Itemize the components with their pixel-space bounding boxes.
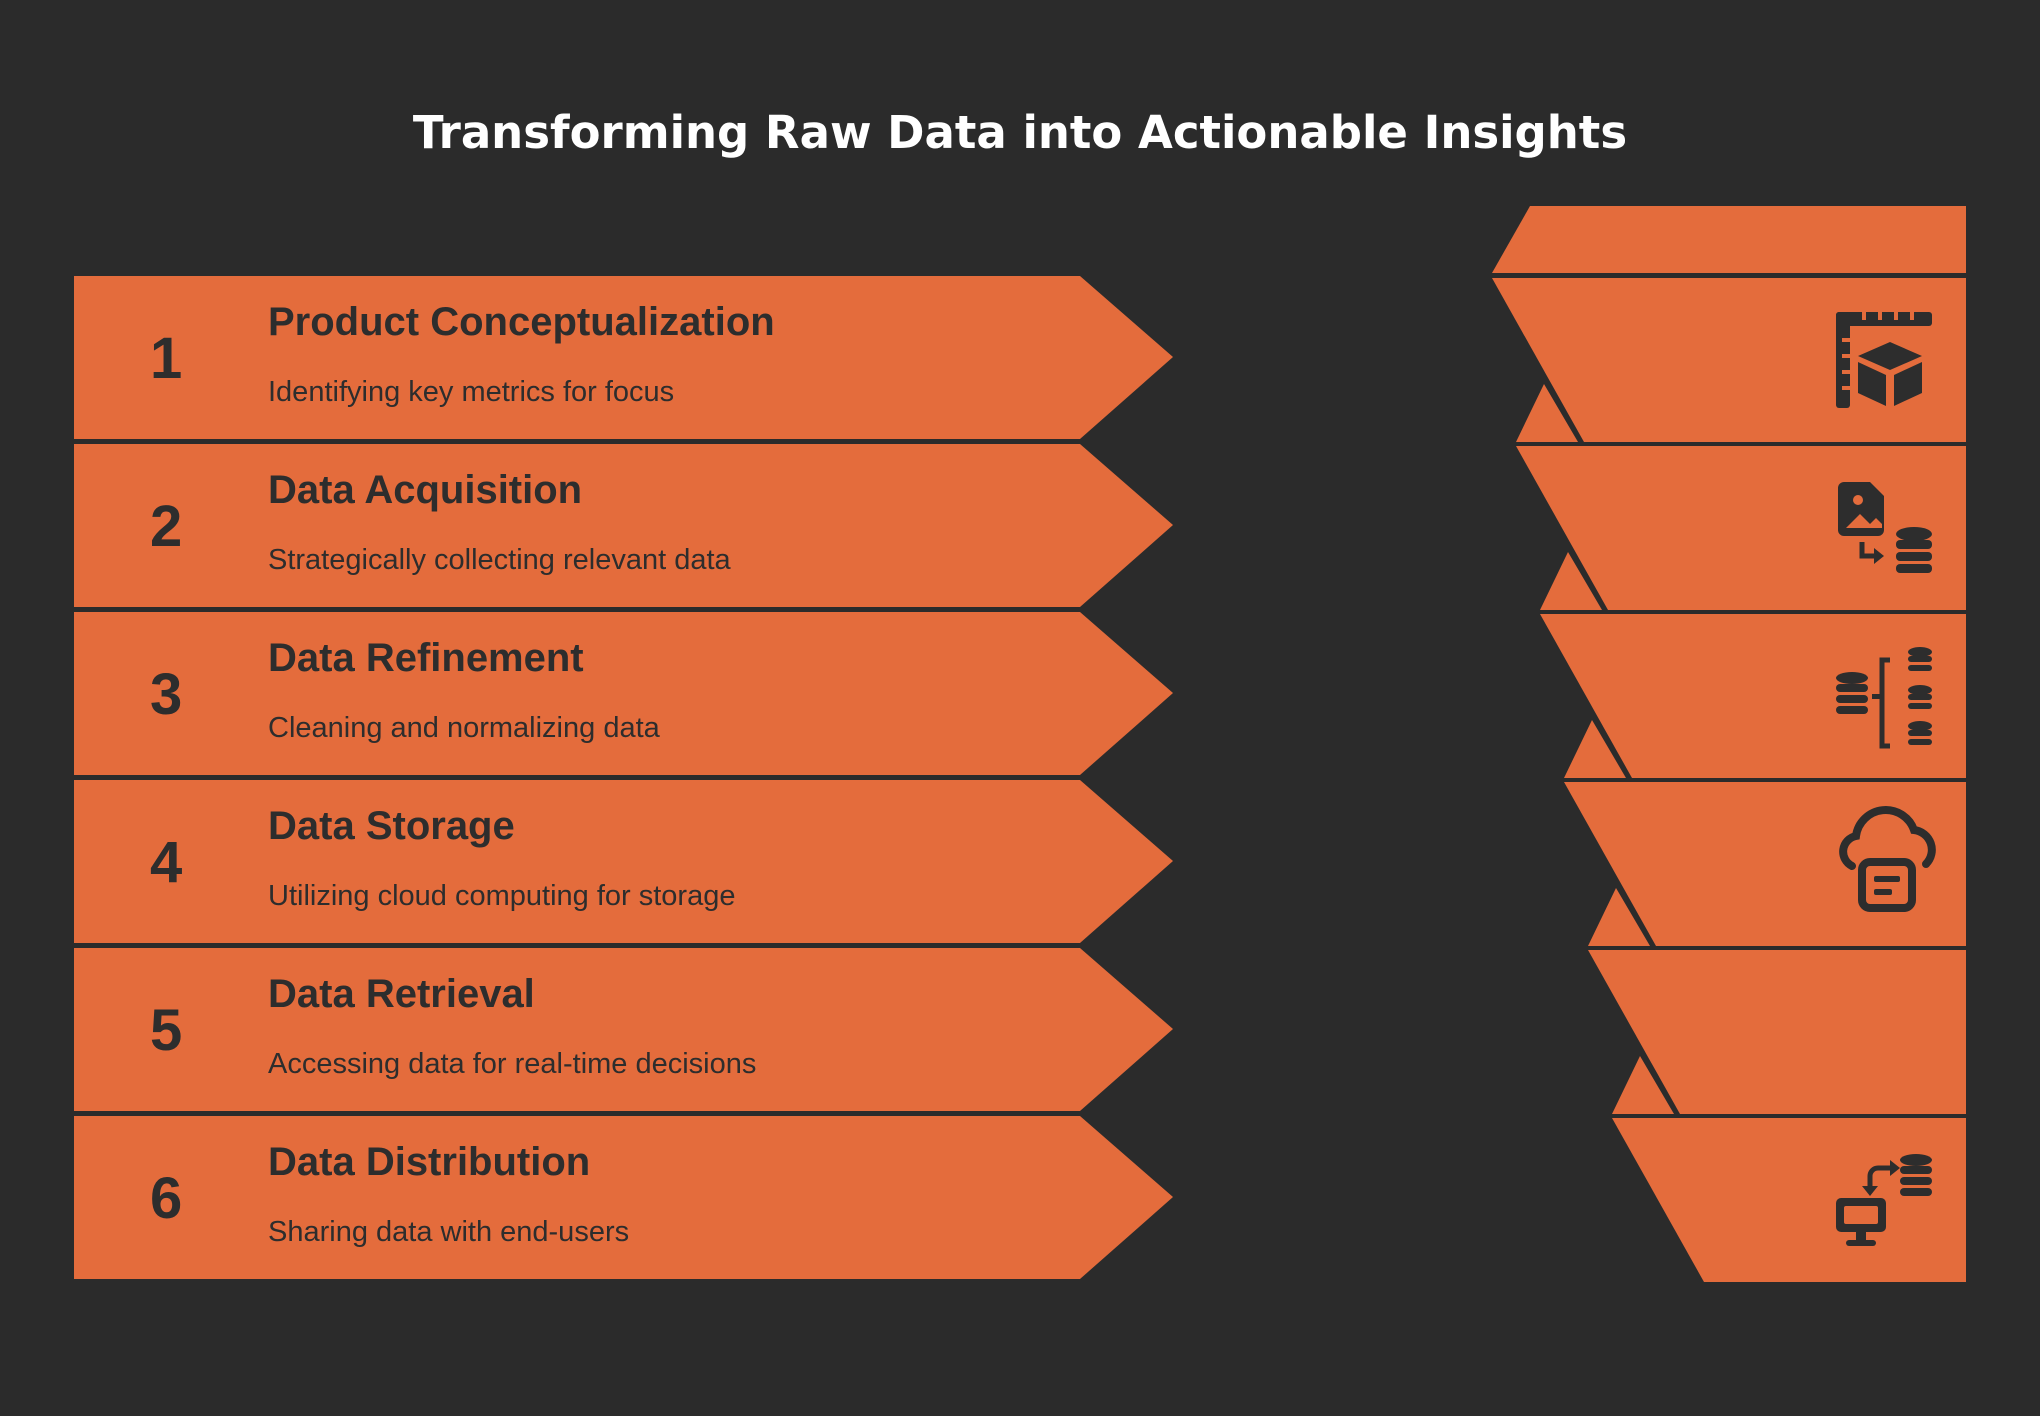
step-1: 1 Product Conceptualization Identifying … <box>74 276 1174 442</box>
step-5-arrow <box>74 948 1173 1111</box>
step-4: 4 Data Storage Utilizing cloud computing… <box>74 780 1174 946</box>
right-panel-6 <box>1612 1118 1966 1282</box>
step-2-arrow <box>74 444 1173 607</box>
right-panel-5 <box>1588 950 1966 1114</box>
step-2: 2 Data Acquisition Strategically collect… <box>74 444 1174 610</box>
step-number: 3 <box>150 662 183 727</box>
right-panel-3 <box>1540 614 1966 778</box>
step-number: 1 <box>150 326 183 391</box>
database-split-icon <box>1836 647 1932 749</box>
step-5: 5 Data Retrieval Accessing data for real… <box>74 948 1174 1114</box>
step-title: Data Refinement <box>268 636 584 680</box>
ruler-box-icon <box>1836 312 1932 408</box>
right-panel-top <box>1492 206 1966 273</box>
diagram-title: Transforming Raw Data into Actionable In… <box>412 106 1628 159</box>
step-description: Accessing data for real-time decisions <box>268 1048 757 1080</box>
step-number: 6 <box>150 1166 183 1231</box>
step-number: 2 <box>150 494 183 559</box>
step-1-arrow <box>74 276 1173 439</box>
step-title: Data Retrieval <box>268 972 535 1016</box>
step-3-arrow <box>74 612 1173 775</box>
step-4-arrow <box>74 780 1173 943</box>
step-description: Sharing data with end-users <box>268 1216 630 1248</box>
right-panel-3-notch <box>1564 720 1626 778</box>
step-title: Product Conceptualization <box>268 300 775 344</box>
step-description: Cleaning and normalizing data <box>268 712 660 744</box>
cloud-document-icon <box>1839 806 1936 912</box>
step-title: Data Distribution <box>268 1140 591 1184</box>
computer-database-transfer-icon <box>1836 1154 1932 1246</box>
step-3: 3 Data Refinement Cleaning and normalizi… <box>74 612 1174 778</box>
step-description: Utilizing cloud computing for storage <box>268 880 736 912</box>
step-6-arrow <box>74 1116 1173 1279</box>
step-6: 6 Data Distribution Sharing data with en… <box>74 1116 1174 1282</box>
right-panel-2-notch <box>1540 552 1602 610</box>
step-title: Data Storage <box>268 804 515 848</box>
step-description: Strategically collecting relevant data <box>268 544 731 576</box>
right-panel-5-notch <box>1612 1056 1674 1114</box>
image-to-database-icon <box>1838 482 1932 573</box>
right-panel-1-notch <box>1516 384 1578 442</box>
step-title: Data Acquisition <box>268 468 583 512</box>
step-number: 4 <box>150 830 183 895</box>
step-description: Identifying key metrics for focus <box>268 376 675 408</box>
right-panel-4-notch <box>1588 888 1650 946</box>
step-number: 5 <box>150 998 183 1063</box>
